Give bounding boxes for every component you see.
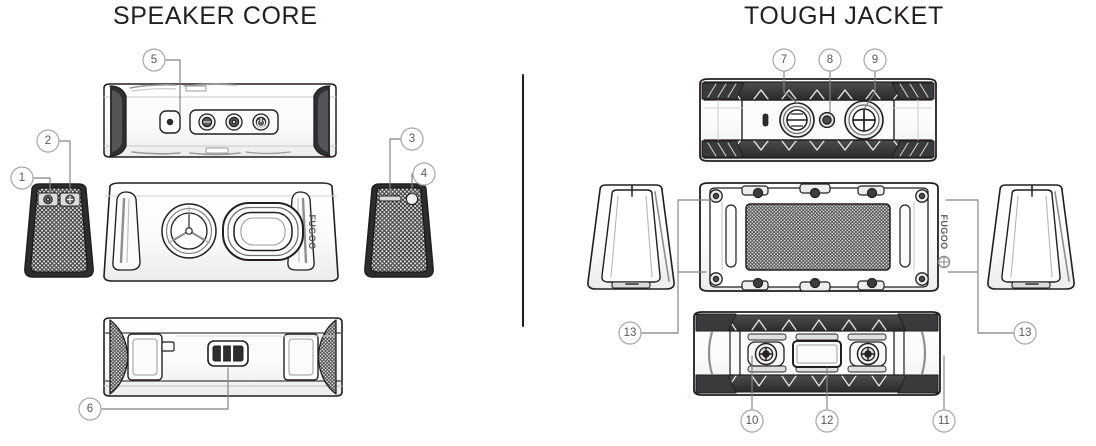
fugoo-brand-tough-jacket: FUGOO (939, 215, 949, 250)
svg-text:10: 10 (746, 415, 759, 427)
port-aux (198, 113, 216, 131)
callout-12[interactable]: 12 (815, 409, 839, 433)
svg-text:11: 11 (938, 415, 950, 427)
callout-7[interactable]: 7 (772, 48, 796, 72)
left-speaker-icon-right (59, 192, 81, 207)
svg-text:4: 4 (421, 168, 428, 180)
port-power (252, 113, 270, 131)
jacket-center-port (792, 340, 842, 368)
tough-jacket-end-cap-right (987, 184, 1075, 290)
tough-jacket-bottom-view (693, 311, 941, 396)
callout-5[interactable]: 5 (142, 48, 166, 72)
top-view-indicator (159, 110, 181, 134)
section-title-speaker-core: SPEAKER CORE (113, 2, 318, 30)
callout-13-right[interactable]: 13 (1013, 321, 1037, 345)
callout-3[interactable]: 3 (400, 127, 424, 151)
svg-text:9: 9 (872, 54, 878, 66)
speaker-core-driver-oval (222, 202, 304, 261)
svg-text:7: 7 (781, 54, 787, 66)
callout-9[interactable]: 9 (863, 48, 887, 72)
svg-text:8: 8 (827, 54, 833, 66)
svg-text:13: 13 (1019, 327, 1032, 339)
bottom-connector-port (207, 340, 249, 367)
callout-13-left[interactable]: 13 (618, 321, 642, 345)
jacket-minus-button (779, 102, 815, 138)
fugoo-brand-speaker-core: FUGOO (307, 215, 317, 250)
svg-text:5: 5 (151, 54, 157, 66)
jacket-screw-left (747, 341, 785, 367)
svg-text:3: 3 (409, 133, 415, 145)
speaker-core-bottom-view (103, 317, 343, 397)
tough-jacket-end-cap-left (587, 184, 675, 290)
top-view-port-cluster (189, 109, 279, 135)
jacket-plus-button (844, 100, 884, 140)
svg-text:2: 2 (45, 135, 51, 147)
callout-8[interactable]: 8 (818, 48, 842, 72)
svg-text:1: 1 (19, 172, 25, 184)
speaker-core-right-driver (364, 183, 434, 278)
port-usb (225, 113, 243, 131)
callout-10[interactable]: 10 (740, 409, 764, 433)
speaker-core-front-view: FUGOO (103, 182, 339, 282)
callout-6[interactable]: 6 (78, 397, 102, 421)
right-speaker-button (405, 192, 419, 206)
callout-1[interactable]: 1 (10, 166, 34, 190)
svg-text:6: 6 (87, 403, 93, 415)
speaker-core-top-view (103, 83, 337, 158)
jacket-screw-right (849, 341, 887, 367)
callout-4[interactable]: 4 (412, 162, 436, 186)
svg-text:12: 12 (821, 415, 834, 427)
callout-markers: 1 2 3 4 5 (10, 48, 1037, 433)
tough-jacket-top-view (699, 78, 937, 162)
left-speaker-icon-left (37, 192, 59, 207)
svg-text:13: 13 (624, 327, 637, 339)
callout-2[interactable]: 2 (36, 129, 60, 153)
section-title-tough-jacket: TOUGH JACKET (744, 2, 944, 30)
speaker-core-vent (161, 203, 217, 259)
callout-11[interactable]: 11 (932, 409, 956, 433)
jacket-center-button (818, 111, 836, 129)
tough-jacket-front-view: FUGOO (699, 182, 951, 292)
speaker-core-left-driver (24, 183, 94, 278)
